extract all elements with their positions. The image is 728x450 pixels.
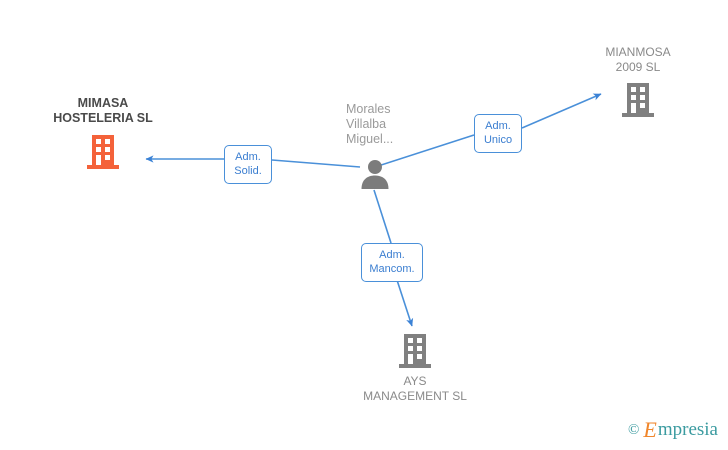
building-icon: [622, 83, 654, 117]
node-ays-label: AYS MANAGEMENT SL: [363, 374, 467, 403]
edge-label-adm-mancom[interactable]: Adm. Mancom.: [361, 243, 423, 282]
node-ays[interactable]: AYS MANAGEMENT SL: [350, 333, 480, 411]
node-mimasa[interactable]: MIMASA HOSTELERIA SL: [40, 96, 166, 176]
edge-label-adm-solid[interactable]: Adm. Solid.: [224, 145, 272, 184]
building-icon: [87, 135, 119, 169]
edge-label-adm-unico[interactable]: Adm. Unico: [474, 114, 522, 153]
edge-line-person-to-mianmosa-left: [377, 134, 475, 167]
copyright-icon: ©: [627, 421, 640, 438]
node-person[interactable]: Morales Villalba Miguel...: [346, 102, 426, 192]
edge-line-person-to-mianmosa-right: [521, 93, 602, 129]
edge-line-person-to-ays-top: [373, 189, 392, 244]
node-mianmosa-label: MIANMOSA 2009 SL: [605, 45, 671, 74]
watermark-brand-rest: mpresia: [657, 419, 718, 440]
node-person-label: Morales Villalba Miguel...: [346, 102, 394, 146]
building-icon: [399, 334, 431, 368]
node-mimasa-label: MIMASA HOSTELERIA SL: [53, 96, 153, 125]
watermark-brand-initial: E: [643, 417, 657, 442]
edge-line-person-to-ays-bottom: [395, 276, 414, 327]
node-mianmosa[interactable]: MIANMOSA 2009 SL: [573, 45, 703, 123]
person-icon: [361, 160, 389, 189]
edge-line-person-to-mimasa-right: [271, 159, 361, 168]
watermark-empresia: © E mpresia: [627, 417, 718, 442]
